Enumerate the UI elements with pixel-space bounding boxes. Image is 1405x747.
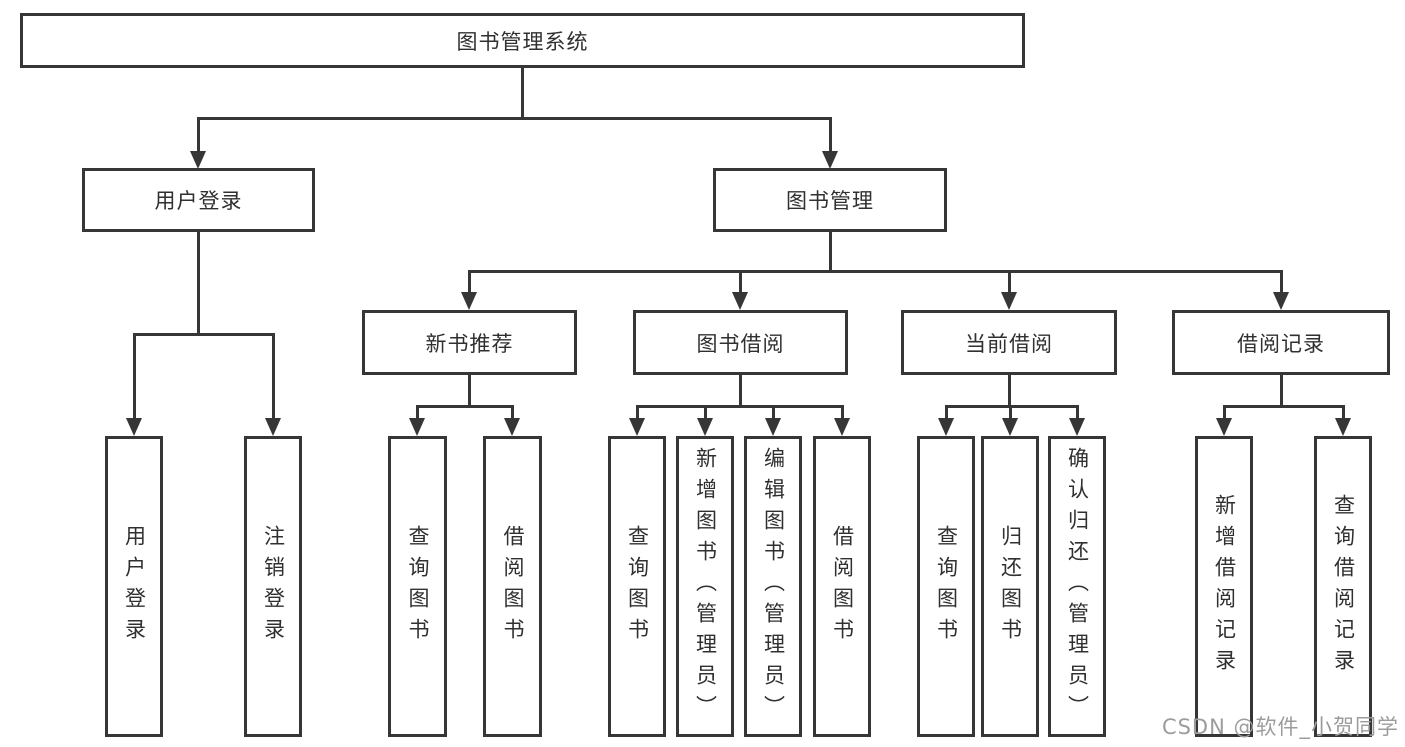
node-label: 用户登录 — [122, 524, 147, 649]
connector-stem — [272, 333, 275, 419]
node-label: 查询图书 — [406, 524, 430, 649]
node-label: 查询借阅记录 — [1331, 493, 1356, 680]
node-label: 编辑图书（管理员） — [761, 447, 786, 726]
node-label: 借阅图书 — [830, 524, 855, 649]
node-label: 图书管理 — [786, 189, 874, 213]
leaf-current-query-books: 查询图书 — [917, 436, 975, 737]
arrow-down-icon — [1216, 418, 1232, 436]
leaf-borrowing-add-books-admin: 新增图书（管理员） — [676, 436, 734, 737]
node-library-system: 图书管理系统 — [20, 13, 1025, 68]
connector-stem — [511, 405, 514, 420]
connector-stem — [829, 117, 832, 153]
node-current-borrowing: 当前借阅 — [901, 310, 1117, 375]
connector-stem — [636, 405, 639, 420]
node-label: 新增图书（管理员） — [693, 447, 718, 726]
arrow-down-icon — [765, 418, 781, 436]
arrow-down-icon — [1002, 418, 1018, 436]
connector-rail — [133, 333, 275, 336]
node-label: 归还图书 — [998, 524, 1023, 649]
node-label: 新书推荐 — [425, 331, 514, 356]
connector-rail — [1223, 405, 1345, 408]
leaf-borrowing-borrow-books: 借阅图书 — [813, 436, 871, 737]
connector-stem — [468, 270, 471, 294]
connector-stem — [1009, 405, 1012, 420]
arrow-down-icon — [461, 292, 477, 310]
connector-level3-rail — [468, 270, 1283, 273]
node-borrow-records: 借阅记录 — [1172, 310, 1390, 375]
connector-root-stem — [521, 66, 524, 119]
connector-stem — [1223, 405, 1226, 420]
leaf-logout: 注销登录 — [244, 436, 302, 737]
connector-stem — [829, 230, 832, 272]
arrow-down-icon — [1273, 292, 1289, 310]
leaf-user-login: 用户登录 — [105, 436, 163, 737]
csdn-watermark: CSDN @软件_小贺同学 — [1161, 715, 1399, 739]
arrow-down-icon — [629, 418, 645, 436]
leaf-borrowing-query-books: 查询图书 — [608, 436, 666, 737]
node-new-book-recommend: 新书推荐 — [362, 310, 577, 375]
node-label: 注销登录 — [261, 524, 286, 649]
arrow-down-icon — [265, 418, 281, 436]
connector-rail — [945, 405, 1079, 408]
node-book-management: 图书管理 — [713, 168, 947, 232]
connector-stem — [1280, 270, 1283, 294]
connector-rail — [416, 405, 514, 408]
node-user-login: 用户登录 — [82, 168, 315, 232]
connector-stem — [704, 405, 707, 420]
connector-stem — [197, 230, 200, 335]
leaf-newbooks-borrow-books: 借阅图书 — [483, 436, 542, 737]
node-label: 查询图书 — [934, 524, 959, 649]
connector-stem — [1076, 405, 1079, 420]
arrow-down-icon — [409, 418, 425, 436]
arrow-down-icon — [1335, 418, 1351, 436]
connector-stem — [1280, 373, 1283, 407]
leaf-current-confirm-return-admin: 确认归还（管理员） — [1048, 436, 1106, 737]
connector-stem — [739, 373, 742, 407]
arrow-down-icon — [732, 292, 748, 310]
arrow-down-icon — [822, 151, 838, 169]
arrow-down-icon — [126, 418, 142, 436]
connector-stem — [133, 333, 136, 419]
node-label: 查询图书 — [625, 524, 650, 649]
connector-stem — [945, 405, 948, 420]
connector-stem — [416, 405, 419, 420]
connector-stem — [1008, 270, 1011, 294]
connector-stem — [1008, 373, 1011, 407]
connector-stem — [468, 373, 471, 407]
node-label: 借阅图书 — [501, 524, 525, 649]
arrow-down-icon — [504, 418, 520, 436]
connector-rail — [636, 405, 844, 408]
connector-level2-rail — [197, 117, 832, 120]
node-label: 确认归还（管理员） — [1065, 447, 1090, 726]
connector-stem — [197, 117, 200, 153]
arrow-down-icon — [938, 418, 954, 436]
arrow-down-icon — [190, 151, 206, 169]
connector-stem — [841, 405, 844, 420]
arrow-down-icon — [1069, 418, 1085, 436]
arrow-down-icon — [697, 418, 713, 436]
connector-stem — [739, 270, 742, 294]
node-label: 图书借阅 — [696, 331, 785, 356]
node-label: 当前借阅 — [965, 331, 1053, 356]
node-label: 用户登录 — [154, 189, 243, 213]
node-label: 借阅记录 — [1237, 331, 1325, 356]
leaf-records-add-record: 新增借阅记录 — [1195, 436, 1253, 737]
node-label: 图书管理系统 — [456, 29, 589, 54]
connector-stem — [1342, 405, 1345, 420]
arrow-down-icon — [1001, 292, 1017, 310]
connector-stem — [772, 405, 775, 420]
leaf-current-return-books: 归还图书 — [981, 436, 1039, 737]
leaf-newbooks-query-books: 查询图书 — [388, 436, 447, 737]
node-book-borrowing: 图书借阅 — [633, 310, 848, 375]
node-label: 新增借阅记录 — [1212, 493, 1237, 680]
arrow-down-icon — [834, 418, 850, 436]
leaf-records-query-record: 查询借阅记录 — [1314, 436, 1372, 737]
leaf-borrowing-edit-books-admin: 编辑图书（管理员） — [744, 436, 802, 737]
